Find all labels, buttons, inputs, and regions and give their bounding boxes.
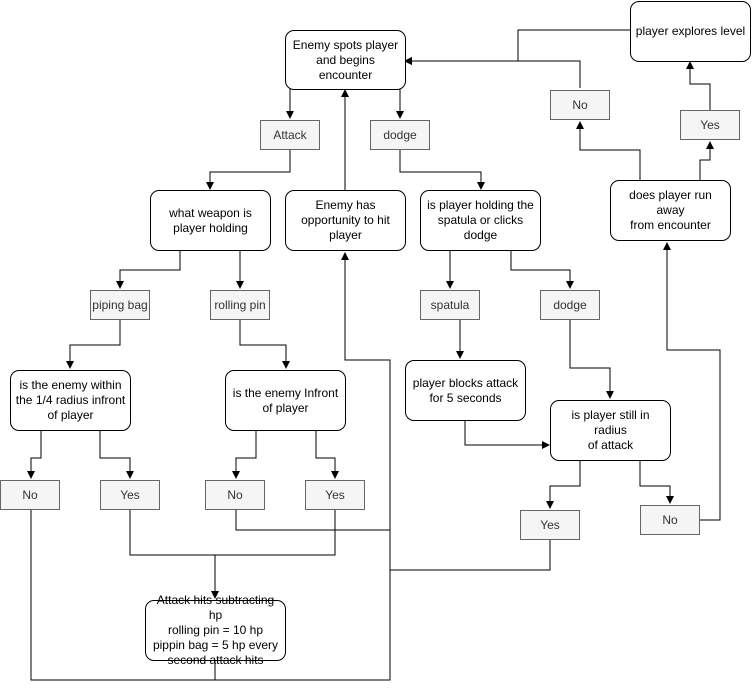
node-player-explores-level: player explores level (630, 1, 751, 62)
edge-piping-to-radius (66, 320, 121, 369)
edge-no-to-spots (404, 57, 581, 88)
edge-explores-to-spots (404, 29, 630, 65)
edge-rolling-to-infront (239, 320, 290, 369)
edge-yes1-to-hits (129, 510, 336, 556)
edge-no3-to-runaway (663, 242, 721, 521)
label-rolling-pin: rolling pin (210, 290, 270, 320)
edge-yes-to-explores (686, 61, 711, 110)
label-no-2: No (205, 480, 265, 510)
edge-infront-to-yes (315, 430, 339, 479)
edge-still-to-no (639, 460, 674, 504)
label-yes-top: Yes (680, 110, 740, 140)
edge-radius-to-yes (99, 430, 134, 479)
label-no-1: No (0, 480, 60, 510)
label-dodge-top: dodge (370, 120, 430, 150)
edge-runaway-to-no (576, 121, 641, 180)
node-player-blocks: player blocks attack for 5 seconds (405, 360, 526, 421)
label-dodge-mid: dodge (540, 290, 600, 320)
label-yes-2: Yes (305, 480, 365, 510)
node-enemy-infront: is the enemy Infront of player (225, 370, 346, 431)
node-run-away: does player run away from encounter (610, 180, 731, 241)
node-attack-hits: Attack hits subtracting hp rolling pin =… (145, 593, 286, 667)
node-enemy-within-radius: is the enemy within the 1/4 radius infro… (10, 370, 131, 431)
edge-dodge-to-still (569, 320, 614, 399)
edge-radius-to-no (27, 430, 42, 479)
edge-dodge-to-holding (399, 150, 485, 190)
node-enemy-spots-player: Enemy spots player and begins encounter (285, 30, 406, 90)
label-spatula: spatula (420, 290, 480, 320)
node-holding-spatula: is player holding the spatula or clicks … (420, 190, 541, 251)
label-yes-1: Yes (100, 480, 160, 510)
edge-no2-to-bus (235, 510, 390, 531)
edge-attack-to-weapon (206, 150, 291, 190)
edge-no1-to-opportunity (30, 252, 391, 681)
edge-holding-to-dodge (510, 251, 574, 289)
edge-still-to-yes (546, 460, 581, 509)
node-still-in-radius: is player still in radius of attack (550, 400, 671, 461)
node-what-weapon: what weapon is player holding (150, 190, 271, 251)
label-no-3: No (640, 505, 700, 535)
label-piping-bag: piping bag (90, 290, 150, 320)
label-no-top: No (550, 90, 610, 120)
edge-blocks-to-still (464, 420, 550, 449)
edge-runaway-to-yes (699, 141, 714, 180)
edge-infront-to-no (232, 430, 257, 479)
label-attack: Attack (260, 120, 320, 150)
edge-yes3-to-bus (390, 540, 551, 571)
node-enemy-opportunity: Enemy has opportunity to hit player (285, 190, 406, 251)
label-yes-3: Yes (520, 510, 580, 540)
edge-weapon-to-piping (116, 251, 181, 289)
